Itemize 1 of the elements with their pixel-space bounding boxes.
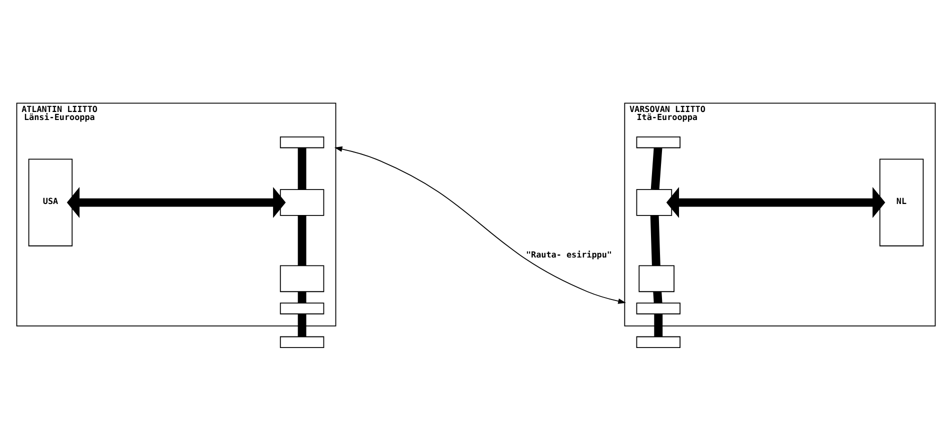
edge-label: "Rauta- esirippu" (526, 248, 612, 259)
